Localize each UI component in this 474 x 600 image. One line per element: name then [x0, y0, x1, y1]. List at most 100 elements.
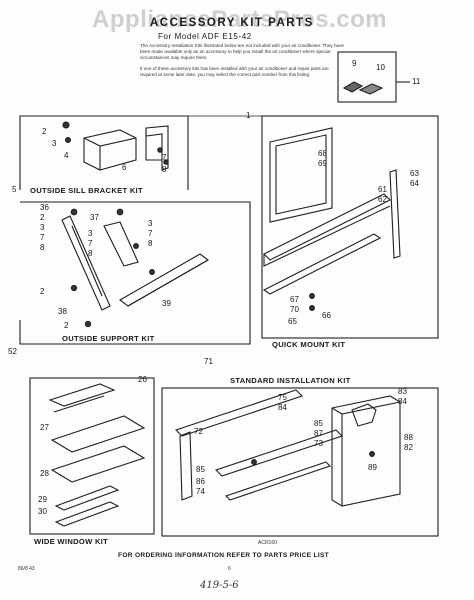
part-number: 8 [88, 249, 93, 258]
part-number: 5 [12, 185, 17, 194]
part-number: 73 [314, 439, 323, 448]
part-number: 83 [398, 387, 407, 396]
rail-86-shape [214, 429, 344, 477]
kit-label-outside-sill-bracket: OUTSIDE SILL BRACKET KIT [30, 186, 143, 195]
intro-paragraph-1: The Accessory Installation Kits illustra… [140, 43, 344, 60]
rail-84-shape [174, 389, 304, 437]
part-number: 84 [278, 403, 287, 412]
part-number: 9 [352, 59, 357, 68]
part-number: 66 [322, 311, 331, 320]
intro-text: The Accessory Installation Kits illustra… [140, 43, 345, 83]
part-number: 11 [412, 77, 421, 86]
page-title: ACCESSORY KIT PARTS [150, 17, 314, 29]
part-number: 2 [42, 127, 47, 136]
screw-shape [62, 121, 70, 129]
part-number: 67 [290, 295, 299, 304]
figure-code: ACR160 [258, 540, 277, 546]
part-number: 38 [58, 307, 67, 316]
part-number: 3 [40, 223, 45, 232]
kit-label-standard-installation: STANDARD INSTALLATION KIT [230, 376, 351, 385]
part-10-shape [358, 83, 384, 95]
part-number: 27 [40, 423, 49, 432]
support-arm-shape [61, 215, 111, 311]
part-number: 69 [318, 159, 327, 168]
part-number: 89 [368, 463, 377, 472]
part-number: 8 [148, 239, 153, 248]
watermark: AppliancePartsPros.com [92, 6, 388, 33]
part-number: 26 [138, 375, 147, 384]
brace-shape [103, 221, 139, 267]
strip-30-shape [54, 501, 120, 527]
part-number: 39 [162, 299, 171, 308]
part-9-shape [342, 81, 364, 93]
part-number: 7 [162, 153, 167, 162]
part-number: 70 [290, 305, 299, 314]
part-number: 68 [318, 149, 327, 158]
part-number: 64 [410, 179, 419, 188]
cover-part-shape [83, 129, 137, 171]
part-number: 85 [196, 465, 205, 474]
part-number: 1 [246, 111, 251, 120]
ordering-info: FOR ORDERING INFORMATION REFER TO PARTS … [118, 552, 329, 559]
post-72-shape [179, 431, 193, 501]
part-number: 71 [204, 357, 213, 366]
part-number: 61 [378, 185, 387, 194]
part-number: 37 [90, 213, 99, 222]
part-number: 2 [64, 321, 69, 330]
part-number: 3 [148, 219, 153, 228]
part-number: 86 [196, 477, 205, 486]
kit-label-outside-support: OUTSIDE SUPPORT KIT [62, 334, 155, 343]
small-parts-box [337, 51, 397, 103]
handwritten-note: 419-5-6 [200, 580, 239, 591]
support-kit-frame [19, 201, 251, 345]
strip-63-shape [389, 169, 401, 259]
part-number: 29 [38, 495, 47, 504]
rail-74-shape [224, 461, 332, 501]
left-code: 86/8 43 [18, 566, 35, 572]
kit-label-quick-mount: QUICK MOUNT KIT [272, 340, 346, 349]
part-number: 52 [8, 347, 17, 356]
panel-27-shape [50, 415, 146, 453]
part-number: 36 [40, 203, 49, 212]
part-number: 3 [52, 139, 57, 148]
part-number: 2 [40, 287, 45, 296]
part-number: 3 [88, 229, 93, 238]
part-number: 7 [40, 233, 45, 242]
part-number: 84 [398, 397, 407, 406]
part-number: 28 [40, 469, 49, 478]
intro-paragraph-2: If one of these accessory kits has been … [140, 66, 329, 77]
part-number: 8 [40, 243, 45, 252]
part-number: 7 [88, 239, 93, 248]
part-number: 75 [278, 393, 287, 402]
seal-26-shape [48, 383, 116, 407]
window-panel-shape [269, 127, 333, 223]
panel-28-shape [50, 445, 146, 483]
part-number: 72 [194, 427, 203, 436]
kit-label-wide-window: WIDE WINDOW KIT [34, 537, 109, 546]
bracket-83-shape [351, 403, 377, 427]
quick-mount-frame [261, 115, 439, 339]
rail-61-shape [263, 193, 391, 261]
standard-kit-frame [161, 387, 439, 537]
sill-bracket-frame [19, 115, 189, 190]
side-panel-shape [331, 395, 401, 507]
part-number: 88 [404, 433, 413, 442]
part-number: 87 [314, 429, 323, 438]
part-number: 82 [404, 443, 413, 452]
part-number: 8 [162, 165, 167, 174]
page-number: 6 [228, 566, 231, 572]
part-number: 7 [148, 229, 153, 238]
rail-62-shape [262, 233, 382, 295]
part-number: 10 [376, 63, 385, 72]
strip-29-shape [54, 485, 120, 511]
model-label: For Model ADF E15-42 [158, 32, 252, 41]
part-number: 63 [410, 169, 419, 178]
part-number: 2 [40, 213, 45, 222]
wide-window-frame [29, 377, 155, 535]
part-number: 85 [314, 419, 323, 428]
part-number: 65 [288, 317, 297, 326]
part-number: 4 [64, 151, 69, 160]
part-number: 74 [196, 487, 205, 496]
